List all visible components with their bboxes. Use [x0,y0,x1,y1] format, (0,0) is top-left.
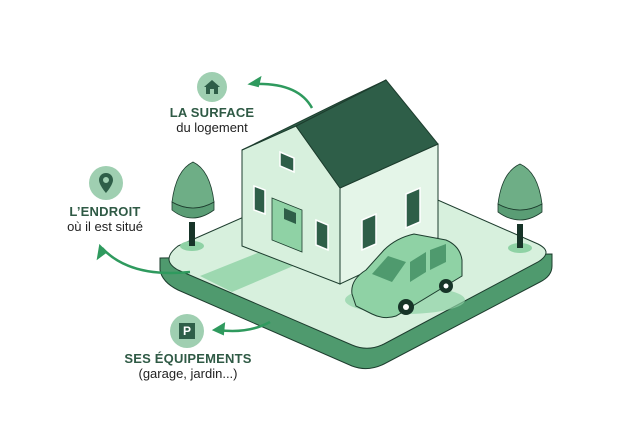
label-endroit-subtitle: où il est situé [67,218,143,234]
arrow-surface [251,82,314,109]
tree-right [497,163,543,253]
label-surface-title: LA SURFACE [169,105,255,120]
label-equipements: SES ÉQUIPEMENTS (garage, jardin...) [118,351,258,382]
window-front-right [315,218,329,252]
label-endroit-title: L’ENDROIT [69,204,141,219]
label-surface: LA SURFACE du logement [162,105,262,136]
house-icon [197,72,227,102]
parking-icon: P [170,314,204,348]
location-pin-icon [89,166,123,200]
label-equipements-subtitle: (garage, jardin...) [138,365,238,381]
window-side-1 [361,212,377,252]
car [345,233,465,319]
roof-eave [241,79,387,151]
window-attic [279,150,295,174]
label-surface-subtitle: du logement [176,119,248,135]
label-endroit: L’ENDROIT où il est situé [50,204,160,235]
door-window [284,208,296,224]
window-front-left [253,184,266,216]
label-equipements-title: SES ÉQUIPEMENTS [124,351,252,366]
parking-glyph: P [179,323,195,339]
door [271,197,303,253]
arrow-endroit [101,247,191,275]
tree-left [171,161,215,251]
window-side-2 [405,186,421,230]
